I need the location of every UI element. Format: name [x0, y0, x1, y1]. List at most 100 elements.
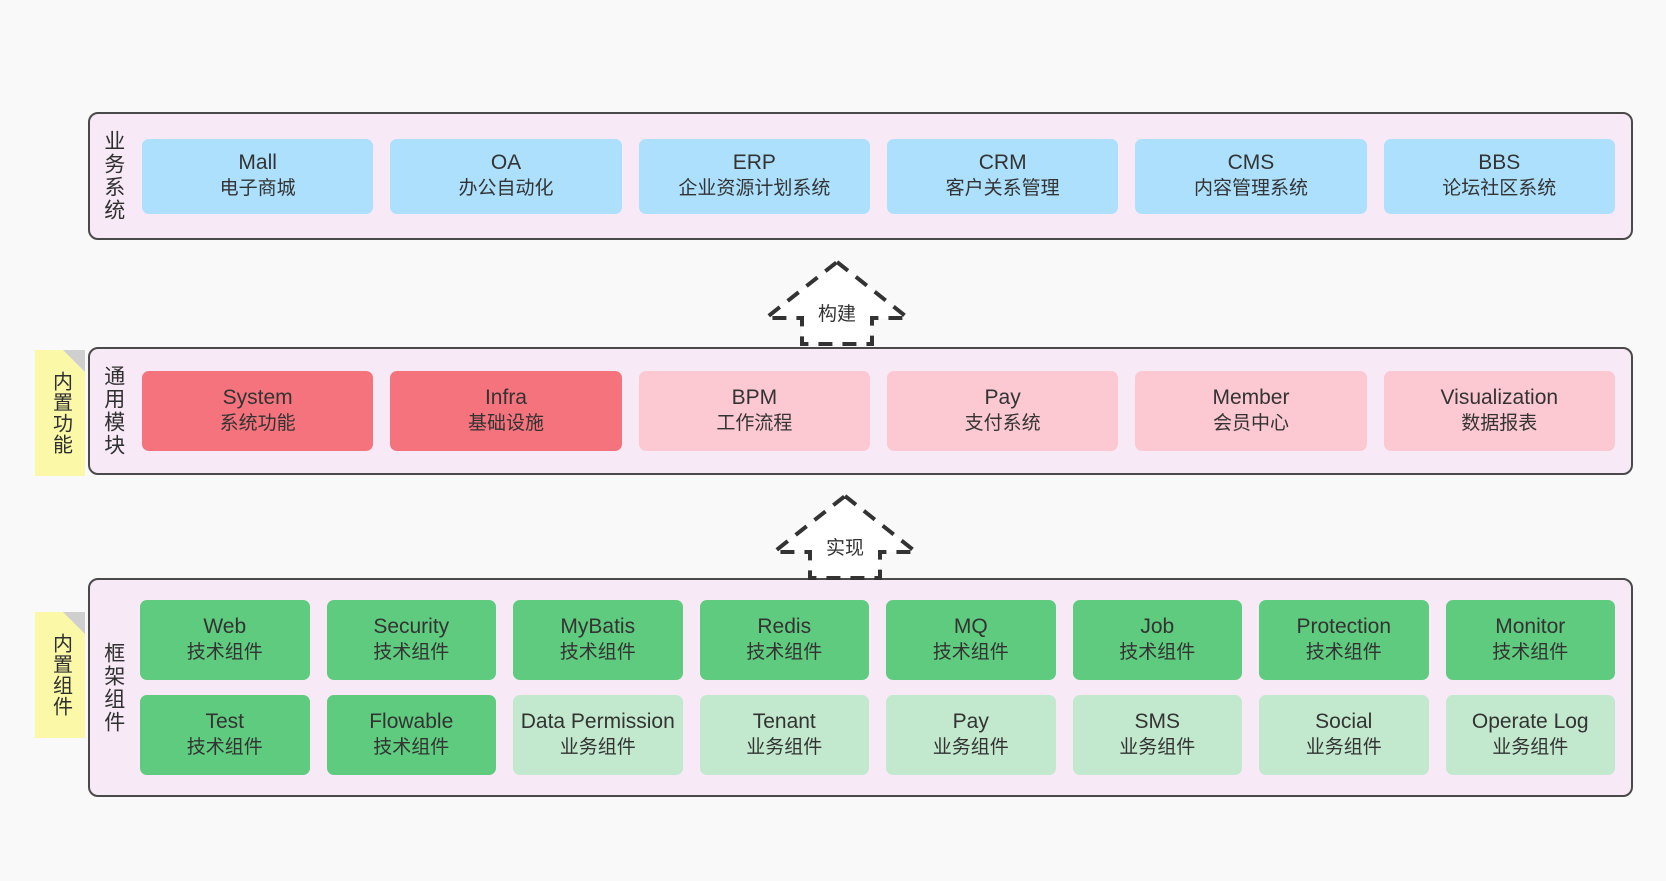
card-operate-log[interactable]: Operate Log 业务组件 [1445, 695, 1615, 775]
layer-body-business: Mall 电子商城 OA 办公自动化 ERP 企业资源计划系统 CRM 客户关系… [136, 114, 1631, 238]
card-subtitle: 技术组件 [746, 642, 823, 664]
card-subtitle: 电子商城 [219, 178, 296, 200]
card-subtitle: 会员中心 [1212, 413, 1289, 435]
card-subtitle: 基础设施 [467, 413, 544, 435]
card-subtitle: 业务组件 [1119, 737, 1196, 759]
card-data-permission[interactable]: Data Permission 业务组件 [513, 695, 683, 775]
dashed-hollow-up-arrow-icon [760, 259, 914, 346]
card-subtitle: 技术组件 [559, 642, 636, 664]
card-pay[interactable]: Pay 支付系统 [886, 371, 1119, 451]
card-subtitle: 技术组件 [1492, 642, 1569, 664]
card-subtitle: 技术组件 [1305, 642, 1382, 664]
card-row: Web 技术组件 Security 技术组件 MyBatis 技术组件 Redi… [140, 600, 1615, 680]
layer-label-business: 业务系统 [101, 130, 125, 222]
card-title: BBS [1478, 151, 1521, 175]
sticky-note-builtin-components: 内置组件 [35, 612, 85, 738]
card-security[interactable]: Security 技术组件 [326, 600, 496, 680]
arrow-build: 构建 [760, 258, 914, 346]
card-monitor[interactable]: Monitor 技术组件 [1445, 600, 1615, 680]
layer-label-framework: 框架组件 [101, 641, 125, 734]
card-web[interactable]: Web 技术组件 [140, 600, 310, 680]
layer-body-common: System 系统功能 Infra 基础设施 BPM 工作流程 Pay 支付系统… [136, 349, 1631, 473]
card-subtitle: 支付系统 [964, 413, 1041, 435]
card-title: Tenant [752, 710, 816, 734]
card-subtitle: 业务组件 [1305, 737, 1382, 759]
layer-common-modules: 通用模块 System 系统功能 Infra 基础设施 BPM 工作流程 Pay… [88, 347, 1633, 475]
card-oa[interactable]: OA 办公自动化 [390, 138, 622, 214]
card-mybatis[interactable]: MyBatis 技术组件 [513, 600, 683, 680]
card-mall[interactable]: Mall 电子商城 [142, 138, 374, 214]
card-title: Member [1212, 386, 1290, 410]
sticky-note-builtin-features: 内置功能 [35, 350, 85, 476]
card-subtitle: 业务组件 [932, 737, 1009, 759]
card-flowable[interactable]: Flowable 技术组件 [326, 695, 496, 775]
card-title: Web [203, 615, 247, 639]
card-subtitle: 技术组件 [1119, 642, 1196, 664]
card-cms[interactable]: CMS 内容管理系统 [1135, 138, 1367, 214]
card-subtitle: 技术组件 [932, 642, 1009, 664]
card-title: MQ [953, 615, 988, 639]
card-subtitle: 技术组件 [373, 737, 450, 759]
card-sms[interactable]: SMS 业务组件 [1072, 695, 1242, 775]
card-bbs[interactable]: BBS 论坛社区系统 [1383, 138, 1615, 214]
card-subtitle: 系统功能 [219, 413, 296, 435]
card-title: Test [205, 710, 244, 734]
card-title: OA [490, 151, 522, 175]
card-subtitle: 数据报表 [1461, 413, 1538, 435]
card-subtitle: 论坛社区系统 [1442, 178, 1557, 200]
card-title: CRM [978, 151, 1027, 175]
card-visualization[interactable]: Visualization 数据报表 [1383, 371, 1615, 451]
arrow-implement: 实现 [768, 492, 922, 580]
card-mq[interactable]: MQ 技术组件 [886, 600, 1056, 680]
card-tenant[interactable]: Tenant 业务组件 [699, 695, 869, 775]
layer-framework-components: 框架组件 Web 技术组件 Security 技术组件 MyBatis 技术组件… [88, 578, 1633, 797]
card-title: Infra [484, 386, 527, 410]
card-subtitle: 技术组件 [186, 737, 263, 759]
card-test[interactable]: Test 技术组件 [140, 695, 310, 775]
card-title: BPM [731, 386, 778, 410]
card-subtitle: 业务组件 [1492, 737, 1569, 759]
card-title: MyBatis [560, 615, 636, 639]
card-title: SMS [1134, 710, 1180, 734]
card-title: Flowable [369, 710, 454, 734]
card-pay-business[interactable]: Pay 业务组件 [886, 695, 1056, 775]
card-job[interactable]: Job 技术组件 [1072, 600, 1242, 680]
dashed-hollow-up-arrow-icon [768, 493, 922, 580]
layer-business-systems: 业务系统 Mall 电子商城 OA 办公自动化 ERP 企业资源计划系统 CRM… [88, 112, 1633, 240]
card-crm[interactable]: CRM 客户关系管理 [886, 138, 1119, 214]
folded-corner-icon [63, 612, 85, 634]
card-title: CMS [1227, 151, 1275, 175]
card-title: ERP [732, 151, 776, 175]
card-title: Monitor [1495, 615, 1566, 639]
sticky-note-label: 内置功能 [49, 371, 72, 455]
card-title: Data Permission [520, 710, 675, 734]
card-subtitle: 业务组件 [746, 737, 823, 759]
card-protection[interactable]: Protection 技术组件 [1259, 600, 1429, 680]
card-title: Operate Log [1471, 710, 1589, 734]
card-subtitle: 内容管理系统 [1193, 178, 1308, 200]
card-subtitle: 客户关系管理 [945, 178, 1060, 200]
card-system[interactable]: System 系统功能 [142, 371, 374, 451]
card-redis[interactable]: Redis 技术组件 [699, 600, 869, 680]
layer-body-framework: Web 技术组件 Security 技术组件 MyBatis 技术组件 Redi… [136, 580, 1631, 795]
card-subtitle: 技术组件 [186, 642, 263, 664]
sticky-note-label: 内置组件 [49, 633, 72, 717]
card-title: Redis [757, 615, 812, 639]
card-title: Social [1315, 710, 1373, 734]
layer-label-common: 通用模块 [101, 365, 125, 457]
card-member[interactable]: Member 会员中心 [1135, 371, 1367, 451]
card-bpm[interactable]: BPM 工作流程 [638, 371, 870, 451]
card-subtitle: 业务组件 [559, 737, 636, 759]
card-title: Visualization [1440, 386, 1559, 410]
card-title: Mall [238, 151, 277, 175]
card-subtitle: 企业资源计划系统 [678, 178, 831, 200]
card-subtitle: 办公自动化 [458, 178, 554, 200]
card-social[interactable]: Social 业务组件 [1259, 695, 1429, 775]
card-row: Mall 电子商城 OA 办公自动化 ERP 企业资源计划系统 CRM 客户关系… [142, 138, 1615, 214]
card-erp[interactable]: ERP 企业资源计划系统 [638, 138, 870, 214]
card-subtitle: 技术组件 [373, 642, 450, 664]
card-title: System [222, 386, 293, 410]
card-infra[interactable]: Infra 基础设施 [390, 371, 622, 451]
card-title: Pay [952, 710, 989, 734]
card-row: System 系统功能 Infra 基础设施 BPM 工作流程 Pay 支付系统… [142, 371, 1615, 451]
